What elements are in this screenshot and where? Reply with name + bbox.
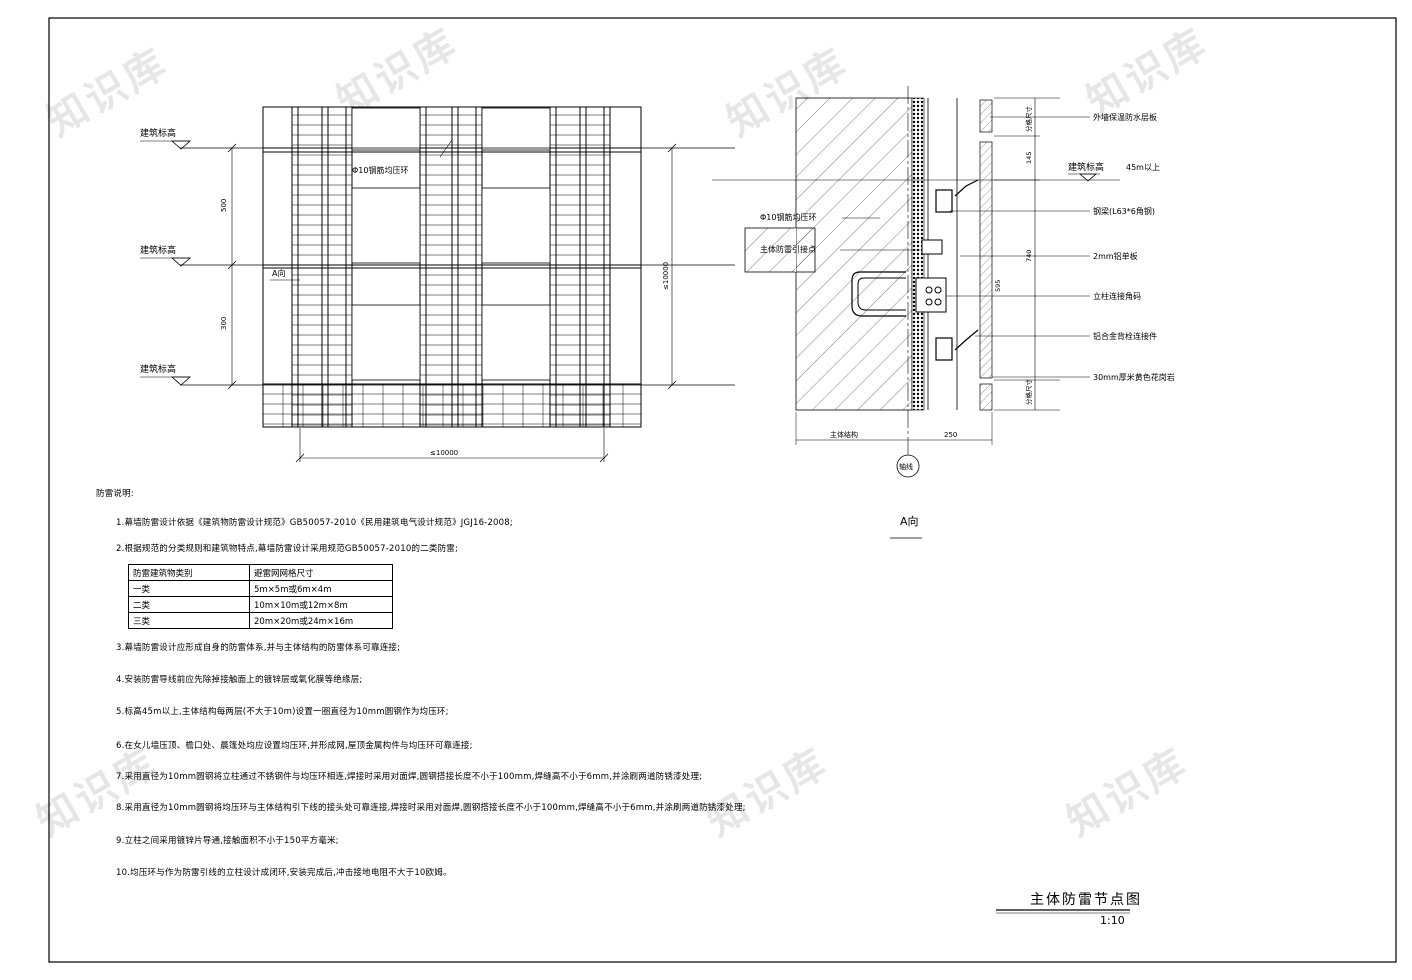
note-item: 8.采用直径为10mm圆钢将均压环与主体结构引下线的接头处可靠连接,焊接时采用对… <box>116 803 746 813</box>
section-ring-label: Φ10钢筋均压环 <box>760 212 816 222</box>
note-item: 7.采用直径为10mm圆钢将立柱通过不锈钢件与均压环相连,焊接时采用对面焊,圆钢… <box>116 772 703 782</box>
level-label: 建筑标高 <box>140 363 176 375</box>
curtain-wall-elevation: 建筑标高 建筑标高 建筑标高 500 300 ≤10000 ≤10000 Φ10… <box>140 106 735 463</box>
dim-vertical: 595 <box>994 280 1002 292</box>
note-item: 6.在女儿墙压顶、檐口处、晨篷处均应设置均压环,并形成网,屋顶金属构件与均压环可… <box>116 741 473 751</box>
dim-vertical: 740 <box>1025 250 1033 262</box>
callout: 立柱连接角码 <box>1093 291 1141 301</box>
dim-width: ≤10000 <box>430 449 458 457</box>
note-item: 4.安装防雷导线前应先除掉接触面上的镀锌层或氧化膜等绝缘层; <box>116 675 363 685</box>
drawing-scale: 1:10 <box>1100 914 1125 927</box>
note-item: 5.标高45m以上,主体结构每两层(不大于10m)设置一圈直径为10mm圆钢作为… <box>116 707 449 717</box>
dim-vertical: 分格尺寸 <box>1024 106 1033 133</box>
note-item: 9.立柱之间采用镀锌片导通,接触面积不小于150平方毫米; <box>116 836 339 846</box>
a-arrow-label: A向 <box>272 268 285 278</box>
dim-right: ≤10000 <box>662 262 670 290</box>
callout: 外墙保温防水层板 <box>1093 112 1157 122</box>
dim-vertical: 分格尺寸 <box>1024 379 1033 406</box>
notes-heading: 防雷说明: <box>96 489 134 499</box>
level-label: 建筑标高 <box>140 127 176 139</box>
dim-top: 500 <box>220 199 228 212</box>
main-lightning-label: 主体防雷引接点 <box>760 244 816 254</box>
ring-label: Φ10钢筋均压环 <box>352 165 408 175</box>
table-header: 防雷建筑物类别 <box>128 564 250 581</box>
section-detail-a: 轴线 建筑标高 45m以上 外墙保温防水层板 钢梁(L63*6角钢) 2mm铝单… <box>712 86 1175 539</box>
sheet-frame <box>48 17 1397 963</box>
dim-vertical: 145 <box>1025 152 1033 164</box>
note-item: 10.均压环与作为防雷引线的立柱设计成闭环,安装完成后,冲击接地电阻不大于10欧… <box>116 868 452 878</box>
level-label: 建筑标高 <box>140 244 176 256</box>
table-header: 避雷网网格尺寸 <box>249 564 393 581</box>
note-item: 3.幕墙防雷设计应形成自身的防雷体系,并与主体结构的防雷体系可靠连接; <box>116 643 401 653</box>
note-item: 2.根据规范的分类规则和建筑物特点,幕墙防雷设计采用规范GB50057-2010… <box>116 544 459 554</box>
callout: 钢梁(L63*6角钢) <box>1093 206 1155 216</box>
drawing-title: 主体防雷节点图 <box>1030 892 1142 908</box>
callout: 30mm厚米黄色花岗岩 <box>1093 372 1175 382</box>
section-level-label: 建筑标高 <box>1068 161 1104 173</box>
dim-bottom: 300 <box>220 317 228 330</box>
callout: 铝合金背栓连接件 <box>1093 331 1157 341</box>
above-45m: 45m以上 <box>1126 163 1160 172</box>
dim-horizontal: 主体结构 <box>830 430 858 439</box>
axis-label: 轴线 <box>899 462 913 471</box>
note-item: 1.幕墙防雷设计依据《建筑物防雷设计规范》GB50057-2010《民用建筑电气… <box>116 518 513 528</box>
view-label: A向 <box>900 514 919 528</box>
dim-horizontal: 250 <box>944 431 957 439</box>
callout: 2mm铝单板 <box>1093 251 1138 261</box>
